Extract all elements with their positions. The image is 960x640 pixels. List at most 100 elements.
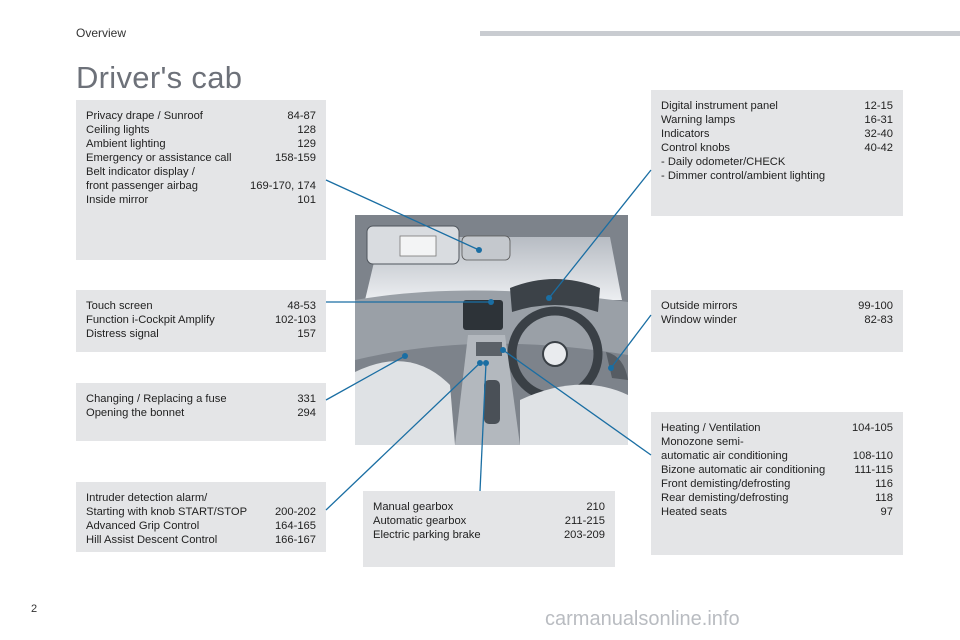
callout-dot-touchscreen: [488, 299, 494, 305]
index-entry: Automatic gearbox 211-215: [373, 514, 605, 528]
entry-label: Inside mirror: [86, 194, 149, 206]
index-entry: Heating / Ventilation 104-105: [661, 421, 893, 435]
index-entry: Front demisting/defrosting 116: [661, 477, 893, 491]
entry-page: 101: [297, 194, 316, 206]
entry-page: 104-105: [851, 422, 893, 434]
callout-line-fuse: [325, 355, 406, 401]
callout-dot-mirrors: [608, 365, 614, 371]
index-entry: Bizone automatic air conditioning 111-115: [661, 463, 893, 477]
page-number: 2: [31, 603, 38, 615]
entry-label: Front demisting/defrosting: [661, 478, 791, 490]
entry-label: Privacy drape / Sunroof: [86, 110, 203, 122]
entry-page: 12-15: [864, 100, 893, 112]
entry-page: 210: [586, 501, 605, 513]
entry-label: Outside mirrors: [661, 300, 738, 312]
entry-label: Opening the bonnet: [86, 407, 185, 419]
entry-page: 200-202: [274, 506, 316, 518]
callout-dot-fuse: [402, 353, 408, 359]
entry-page: 164-165: [274, 520, 316, 532]
entry-label: Ambient lighting: [86, 138, 166, 150]
entry-page: 99-100: [858, 300, 893, 312]
entry-label: Belt indicator display / front passenger…: [86, 166, 198, 192]
entry-label: Hill Assist Descent Control: [86, 534, 218, 546]
index-entry: Touch screen 48-53: [86, 299, 316, 313]
entry-label: Automatic gearbox: [373, 515, 467, 527]
instrument-sub-item: - Daily odometer/CHECK: [661, 156, 786, 168]
entry-label: Touch screen: [86, 300, 153, 312]
index-entry: Inside mirror 101: [86, 193, 316, 207]
entry-label: Control knobs: [661, 142, 731, 154]
entry-page: 116: [875, 478, 893, 490]
entry-page: 203-209: [563, 529, 605, 541]
callout-line-mirror: [325, 179, 480, 251]
index-entry: Emergency or assistance call 158-159: [86, 151, 316, 165]
entry-label: Electric parking brake: [373, 529, 481, 541]
index-entry: Monozone semi- automatic air conditionin…: [661, 435, 893, 463]
entry-page: 157: [297, 328, 316, 340]
index-entry: Intruder detection alarm/ Starting with …: [86, 491, 316, 519]
entry-page: 108-110: [852, 450, 893, 462]
callout-line-instrument: [548, 169, 652, 299]
callout-line-alarm: [325, 362, 481, 511]
header-rule: [480, 31, 960, 36]
entry-label: Rear demisting/defrosting: [661, 492, 789, 504]
index-entry: Function i-Cockpit Amplify 102-103: [86, 313, 316, 327]
entry-label: Indicators: [661, 128, 710, 140]
index-entry: Belt indicator display / front passenger…: [86, 165, 316, 193]
callout-lines: [325, 169, 652, 511]
entry-label: Heating / Ventilation: [661, 422, 761, 434]
page-title: Driver's cab: [76, 60, 243, 95]
entry-page: 158-159: [274, 152, 316, 164]
entry-page: 111-115: [854, 464, 893, 476]
entry-page: 129: [297, 138, 316, 150]
entry-page: 166-167: [274, 534, 316, 546]
entry-label: Ceiling lights: [86, 124, 150, 136]
callout-line-heating: [502, 349, 652, 456]
callout-line-mirrors: [610, 314, 652, 369]
index-entry: Window winder 82-83: [661, 313, 893, 327]
index-entry: Outside mirrors 99-100: [661, 299, 893, 313]
entry-page: 48-53: [287, 300, 316, 312]
box-alarm-start: Intruder detection alarm/ Starting with …: [76, 482, 326, 552]
index-entry: Privacy drape / Sunroof 84-87: [86, 109, 316, 123]
entry-label: Distress signal: [86, 328, 159, 340]
section-label: Overview: [76, 26, 127, 40]
entry-label: Monozone semi- automatic air conditionin…: [661, 436, 788, 462]
callout-line-gearbox: [479, 362, 487, 492]
index-entry: Electric parking brake 203-209: [373, 528, 605, 542]
entry-page: 331: [297, 393, 316, 405]
entry-label: Digital instrument panel: [661, 100, 778, 112]
index-entry: Hill Assist Descent Control 166-167: [86, 533, 316, 547]
entry-page: 211-215: [564, 515, 605, 527]
entry-page: 97: [880, 506, 893, 518]
entry-label: Emergency or assistance call: [86, 152, 232, 164]
index-entry: Indicators 32-40: [661, 127, 893, 141]
callout-dot-mirror: [476, 247, 482, 253]
entry-page: 16-31: [864, 114, 893, 126]
entry-label: Function i-Cockpit Amplify: [86, 314, 215, 326]
entry-page: 84-87: [287, 110, 316, 122]
index-entry: Distress signal 157: [86, 327, 316, 341]
callout-dot-heating: [500, 347, 506, 353]
entry-page: 102-103: [274, 314, 316, 326]
entry-label: Bizone automatic air conditioning: [661, 464, 826, 476]
entry-page: 169-170, 174: [250, 180, 316, 192]
entry-page: 294: [297, 407, 316, 419]
entry-page: 82-83: [864, 314, 893, 326]
entry-page: 32-40: [864, 128, 893, 140]
entry-label: Window winder: [661, 314, 737, 326]
callout-dot-gearbox: [483, 360, 489, 366]
